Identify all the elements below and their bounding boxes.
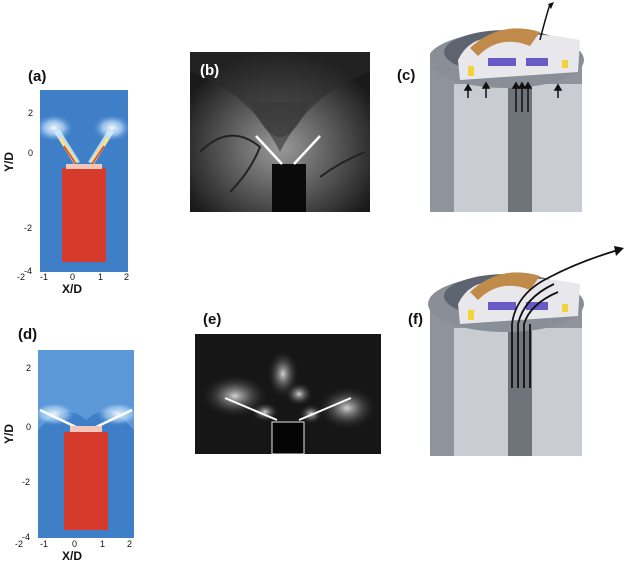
panel-a-y-title: Y/D (2, 151, 16, 172)
panel-a-y-tick: -2 (24, 223, 33, 233)
panel-a-x-title: X/D (62, 282, 83, 296)
panel-a-x-tick: -1 (40, 272, 49, 282)
panel-a-x-tick: 0 (70, 272, 76, 282)
panel-d-x-tick: 0 (72, 539, 78, 549)
panel-d-y-title: Y/D (2, 423, 16, 444)
panel-a-x-tick: -2 (17, 272, 26, 282)
panel-d-y-tick: -2 (22, 477, 31, 487)
panel-d-y-tick: 2 (26, 363, 32, 373)
panel-f-cutaway-diagram (428, 246, 624, 456)
panel-d-cfd-image (38, 350, 134, 538)
panel-a-cfd-image (40, 90, 128, 272)
panel-c-label: (c) (397, 67, 416, 84)
panel-a-x-tick: 1 (98, 272, 104, 282)
panel-d-label: (d) (18, 326, 38, 343)
panel-e-smoke-image (195, 334, 381, 454)
panel-d-y-tick: 0 (26, 422, 32, 432)
panel-b-label: (b) (200, 62, 220, 79)
panel-d-y-tick: -4 (22, 532, 31, 542)
panel-a-y-tick: 0 (28, 148, 34, 158)
panel-a-y-tick: -4 (24, 266, 33, 276)
panel-a-label: (a) (28, 68, 47, 85)
panel-d-x-tick: 1 (100, 539, 106, 549)
panel-d-x-tick: -1 (40, 539, 49, 549)
panel-d-x-tick: -2 (15, 539, 24, 549)
panel-d-x-tick: 2 (127, 539, 133, 549)
panel-c-cutaway-diagram (430, 2, 584, 212)
panel-a-y-tick: 2 (28, 108, 34, 118)
panel-e-label: (e) (203, 311, 222, 328)
panel-b-schlieren-image (190, 52, 370, 212)
panel-d-x-title: X/D (62, 549, 83, 563)
panel-f-label: (f) (408, 311, 423, 328)
panel-a-x-tick: 2 (124, 272, 130, 282)
